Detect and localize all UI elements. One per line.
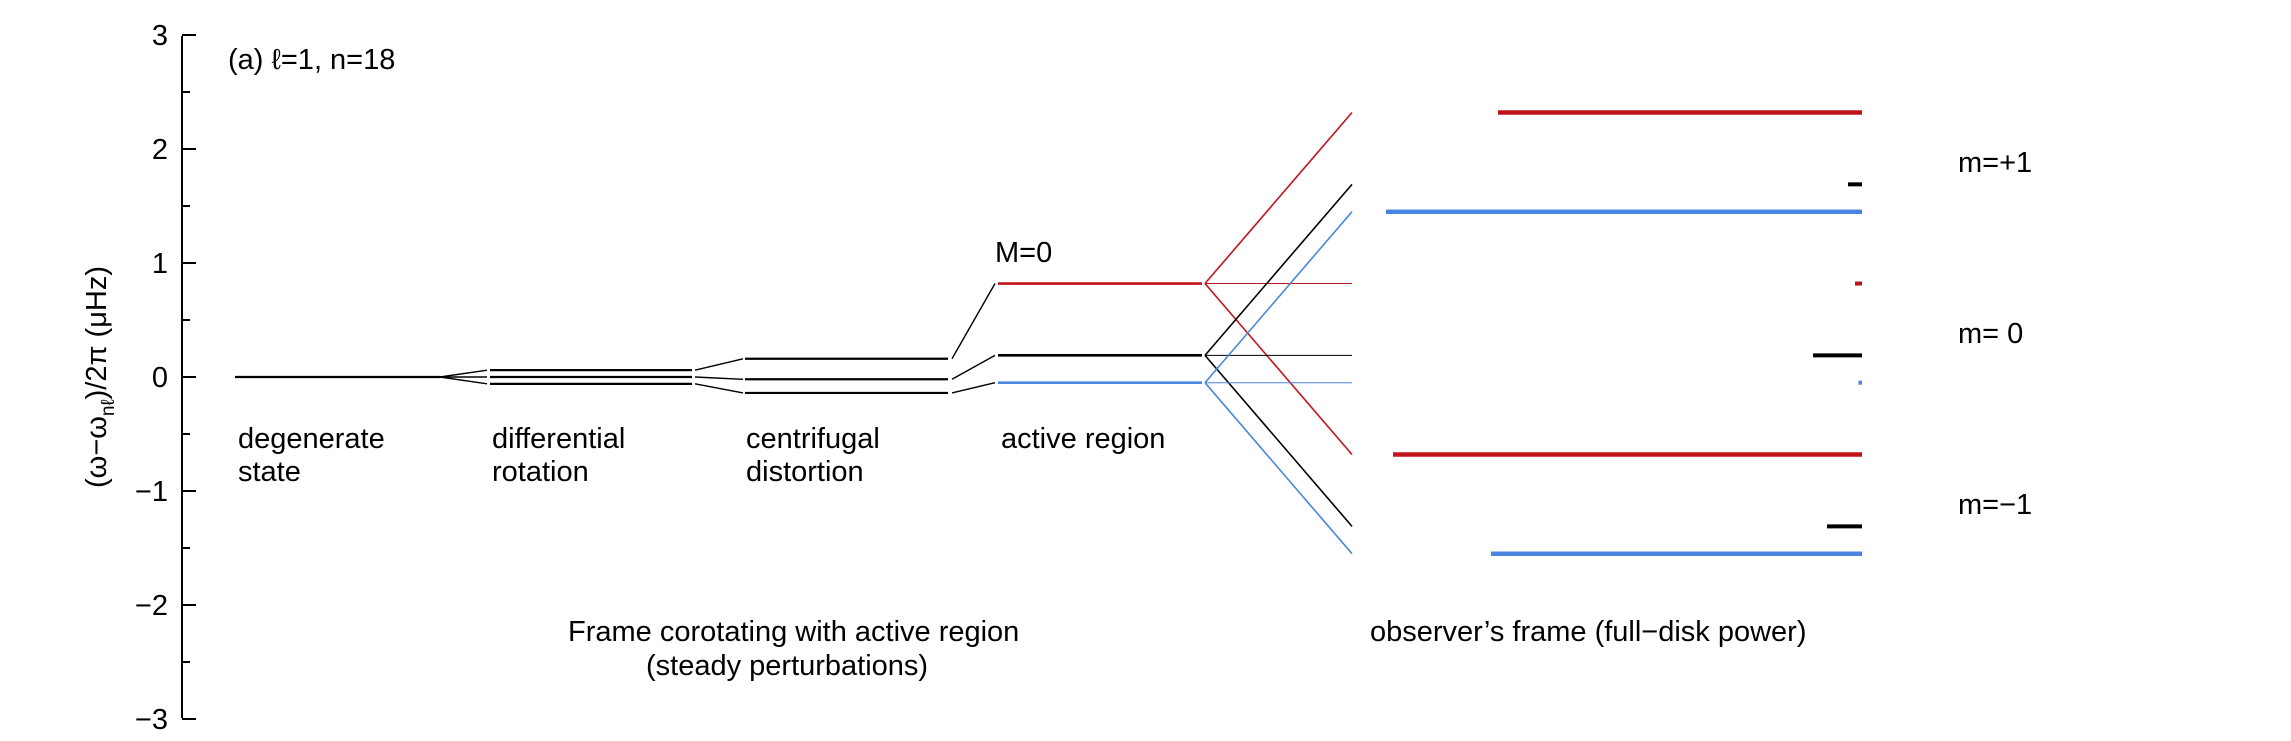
stage-label-differential-line2: rotation [492, 456, 589, 488]
m-label-0: m= 0 [1958, 318, 2023, 350]
observer-frame-bars [1386, 110, 1862, 556]
stage-label-centrifugal-line2: distortion [746, 456, 864, 488]
stage-label-centrifugal-line1: centrifugal [746, 423, 880, 455]
y-tick-label: 1 [152, 248, 168, 280]
panel-label: (a) ℓ=1, n=18 [228, 44, 395, 76]
y-tick-label: 3 [152, 20, 168, 52]
connector-line [694, 358, 744, 371]
m-label-minus1: m=−1 [1958, 489, 2032, 521]
m-label-plus1: m=+1 [1958, 147, 2032, 179]
corotating-frame-label-line1: Frame corotating with active region [568, 616, 1019, 648]
y-tick-label: 0 [152, 362, 168, 394]
split-line-up-red [1204, 111, 1353, 285]
corotating-frame-label-line2: (steady perturbations) [646, 650, 928, 682]
connector-line [694, 383, 744, 394]
y-axis: 3 2 1 0 −1 −2 −3 [135, 20, 196, 736]
split-line-down-blue [1204, 382, 1353, 555]
y-tick-label: −3 [135, 704, 168, 736]
connector-line [439, 369, 488, 378]
split-line-up-black [1204, 183, 1353, 356]
connector-line [951, 283, 996, 360]
energy-levels [235, 111, 1353, 555]
stage-label-differential-line1: differential [492, 423, 625, 455]
m0-annotation: M=0 [995, 237, 1052, 269]
connector-line [439, 376, 488, 385]
connector-line [951, 354, 996, 380]
y-axis-label: (ω−ωnℓ)/2π (μHz) [81, 266, 119, 488]
split-line-up-blue [1204, 211, 1353, 384]
connector-line [951, 382, 996, 394]
y-axis-label-main: (ω−ω [81, 416, 113, 488]
stage-label-degenerate-line2: state [238, 456, 301, 488]
y-axis-label-rest: )/2π (μHz) [81, 266, 113, 399]
y-tick-label: 2 [152, 134, 168, 166]
split-line-down-black [1204, 354, 1353, 527]
connector-line [694, 376, 744, 380]
stage-label-degenerate-line1: degenerate [238, 423, 385, 455]
observer-frame-label: observer’s frame (full−disk power) [1370, 616, 1807, 648]
y-tick-label: −2 [135, 590, 168, 622]
split-line-down-red [1204, 282, 1353, 456]
y-axis-ticks: 3 2 1 0 −1 −2 −3 [135, 20, 196, 736]
y-tick-label: −1 [135, 476, 168, 508]
stage-label-active-region: active region [1001, 423, 1165, 455]
y-axis-label-sub: nℓ [98, 399, 119, 416]
